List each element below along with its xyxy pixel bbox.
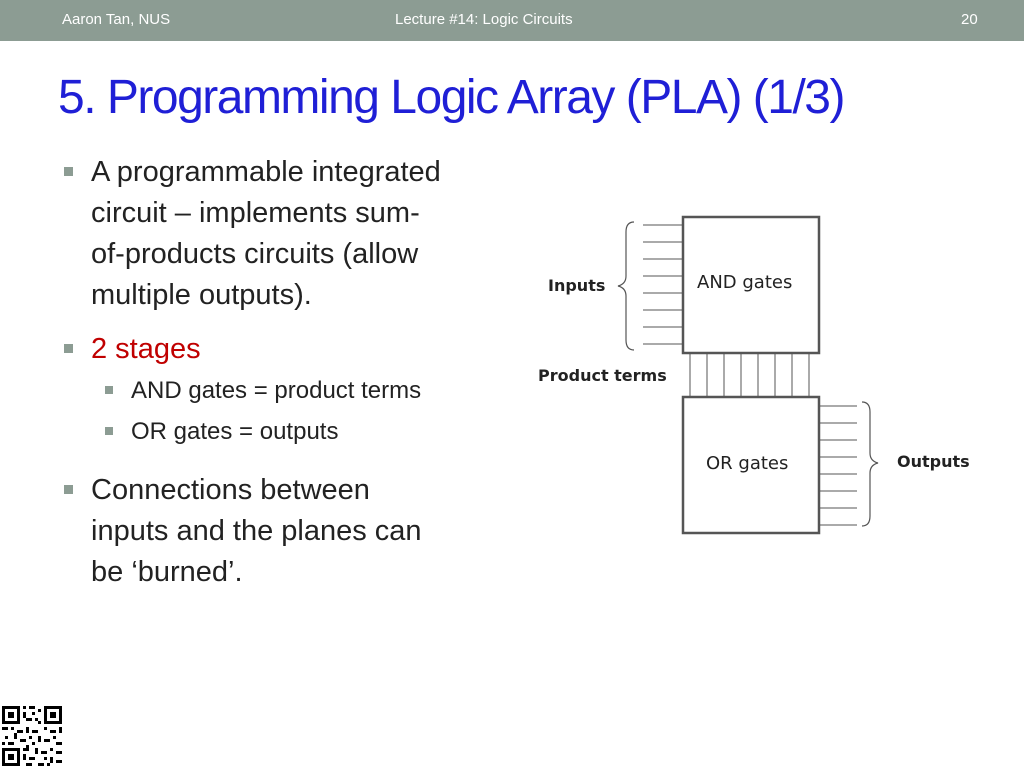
input-lines bbox=[643, 224, 683, 345]
qr-code-icon bbox=[0, 704, 64, 768]
bullet-line: circuit – implements sum- bbox=[91, 197, 420, 229]
output-lines bbox=[819, 405, 857, 526]
sub-bullet-square-icon bbox=[105, 386, 113, 394]
bullet-square-icon bbox=[64, 344, 73, 353]
slide-title: 5. Programming Logic Array (PLA) (1/3) bbox=[58, 71, 845, 124]
sub-bullet-square-icon bbox=[105, 427, 113, 435]
bullet-line: of-products circuits (allow bbox=[91, 238, 419, 270]
bullet-line: Connections between bbox=[91, 474, 370, 506]
product-terms-label: Product terms bbox=[538, 366, 667, 385]
inputs-brace bbox=[617, 221, 635, 351]
sub-bullet-line: AND gates = product terms bbox=[131, 377, 422, 404]
bullet-list: A programmable integrated circuit – impl… bbox=[62, 152, 512, 593]
bullet-line: be ‘burned’. bbox=[91, 556, 243, 588]
bullet-pla-definition: A programmable integrated circuit – impl… bbox=[62, 152, 512, 316]
outputs-label: Outputs bbox=[897, 452, 970, 471]
and-plane-box bbox=[681, 215, 821, 355]
page-number: 20 bbox=[961, 11, 978, 28]
bullet-square-icon bbox=[64, 167, 73, 176]
sub-bullet-or-gates: OR gates = outputs bbox=[62, 411, 512, 452]
header-bar: Aaron Tan, NUS Lecture #14: Logic Circui… bbox=[0, 0, 1024, 41]
bullet-square-icon bbox=[64, 485, 73, 494]
sub-bullet-line: OR gates = outputs bbox=[131, 418, 339, 445]
inputs-label: Inputs bbox=[548, 276, 605, 295]
sub-bullet-and-gates: AND gates = product terms bbox=[62, 370, 512, 411]
and-plane-label: AND gates bbox=[697, 272, 792, 293]
product-term-lines bbox=[689, 353, 810, 397]
pla-block-diagram: Inputs AND gates Product terms OR gates … bbox=[538, 215, 970, 535]
bullet-line: inputs and the planes can bbox=[91, 515, 422, 547]
header-lecture-title: Lecture #14: Logic Circuits bbox=[395, 11, 573, 28]
bullet-line: multiple outputs). bbox=[91, 279, 312, 311]
bullet-line: A programmable integrated bbox=[91, 156, 441, 188]
header-author: Aaron Tan, NUS bbox=[62, 11, 171, 28]
bullet-connections: Connections between inputs and the plane… bbox=[62, 470, 512, 593]
bullet-two-stages: 2 stages bbox=[62, 329, 512, 370]
bullet-line: 2 stages bbox=[91, 333, 201, 365]
or-plane-box bbox=[681, 395, 821, 535]
outputs-brace bbox=[861, 401, 879, 527]
or-plane-label: OR gates bbox=[706, 453, 788, 474]
